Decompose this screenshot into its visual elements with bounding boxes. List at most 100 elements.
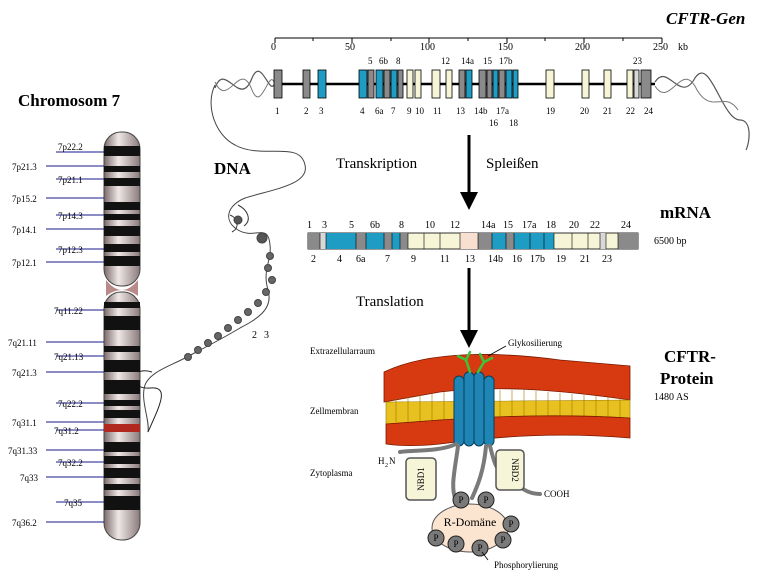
mrna-exon — [400, 233, 408, 249]
exon-10 — [414, 69, 422, 99]
mrna-length: 6500 bp — [654, 236, 687, 247]
band-label: 7p22.2 — [58, 142, 83, 152]
scale-tick-label: 0 — [271, 42, 276, 53]
exon-7 — [390, 69, 398, 99]
exon-9 — [406, 69, 414, 99]
mrna-exon-label: 8 — [399, 220, 404, 231]
dna-marker: 3 — [264, 330, 269, 341]
glycosylation-marks — [456, 350, 494, 374]
band-label: 7p21.3 — [12, 162, 37, 172]
scale-tick-label: 150 — [498, 42, 513, 53]
mrna-exon — [320, 233, 326, 249]
exon-13 — [458, 69, 466, 99]
band-label: 7q36.2 — [12, 518, 37, 528]
exon-8 — [397, 69, 404, 99]
exon-label: 17a — [496, 106, 509, 116]
exon-label: 15 — [483, 56, 493, 66]
exon-24 — [640, 69, 652, 99]
exon-18 — [512, 69, 519, 99]
phosphate-label: P — [433, 533, 438, 543]
exon-label: 16 — [489, 118, 499, 128]
mrna-title: mRNA — [660, 203, 712, 222]
dna-marker: 2 — [252, 330, 257, 341]
mrna-exon — [506, 233, 514, 249]
phosphate-label: P — [508, 519, 513, 529]
exon-15 — [486, 69, 493, 99]
nbd2-domain: NBD2 — [495, 449, 525, 491]
exon-label: 20 — [580, 106, 590, 116]
mrna-exon — [460, 233, 478, 249]
n-terminus-sub: 2 — [385, 463, 388, 469]
mrna-exon-label: 3 — [322, 220, 327, 231]
mrna-exon-label: 19 — [556, 254, 566, 265]
exon-label: 22 — [626, 106, 635, 116]
exon-17a — [498, 69, 506, 99]
exon-label: 12 — [441, 56, 450, 66]
dna-helix-left — [214, 70, 276, 90]
cftr-locus-band — [104, 424, 140, 432]
exon-6b — [383, 69, 391, 99]
exon-17b — [505, 69, 513, 99]
band-label: 7q31.2 — [54, 426, 79, 436]
exon-23 — [633, 69, 640, 99]
mrna-exon-label: 22 — [590, 220, 600, 231]
mrna-exon-label: 17b — [530, 254, 545, 265]
protein-length: 1480 AS — [654, 392, 689, 403]
mrna-exon-label: 13 — [465, 254, 475, 265]
mrna-exon — [326, 233, 356, 249]
mrna-exon-label: 24 — [621, 220, 631, 231]
mrna-exon-label: 20 — [569, 220, 579, 231]
exon-label: 8 — [396, 56, 401, 66]
mrna-exon — [356, 233, 366, 249]
svg-text:R-Domäne: R-Domäne — [444, 515, 497, 529]
exon-label: 3 — [319, 106, 324, 116]
mrna-exon-label: 5 — [349, 220, 354, 231]
mrna-exon-label: 15 — [503, 220, 513, 231]
mrna-exon-label: 21 — [580, 254, 590, 265]
nbd1-domain: NBD1 — [405, 457, 437, 501]
band-label: 7q22.2 — [58, 399, 83, 409]
band-label: 7p21.1 — [58, 175, 83, 185]
protein-title-line1: CFTR- — [664, 347, 716, 366]
exon-20 — [581, 69, 590, 99]
gene-map: 5 6b 8 12 14a 15 17b 23 1 2 3 4 6a 7 9 1… — [214, 56, 750, 151]
exon-label: 19 — [546, 106, 556, 116]
exon-label: 2 — [304, 106, 309, 116]
phosphate-label: P — [458, 495, 463, 505]
centromere — [106, 280, 138, 296]
exon-1 — [273, 69, 283, 99]
exon-label: 21 — [603, 106, 612, 116]
transcription-label: Transkription — [336, 156, 418, 172]
band-label: 7q21.3 — [12, 368, 37, 378]
mrna-exon-label: 17a — [522, 220, 537, 231]
protein-title-line2: Protein — [660, 369, 714, 388]
mrna-exon-label: 14b — [488, 254, 503, 265]
scale-tick-label: 50 — [345, 42, 355, 53]
phosphate-label: P — [453, 539, 458, 549]
exon-21 — [603, 69, 612, 99]
mrna-exon-label: 11 — [440, 254, 450, 265]
exon-label: 5 — [368, 56, 373, 66]
exon-label: 14b — [474, 106, 488, 116]
svg-text:NBD1: NBD1 — [416, 467, 426, 491]
c-terminus-label: COOH — [544, 489, 570, 499]
band-label: 7p12.1 — [12, 258, 37, 268]
exon-label: 4 — [360, 106, 365, 116]
glycosylation-label: Glykosilierung — [508, 338, 562, 348]
n-terminus-h: H — [378, 456, 385, 466]
mrna-exon — [366, 233, 384, 249]
band-label: 7p14.1 — [12, 225, 37, 235]
phosphate-label: P — [500, 535, 505, 545]
scale-tick-label: 250 — [653, 42, 668, 53]
kb-scale-bar: 0 50 100 150 200 250 kb — [271, 37, 688, 53]
extracellular-label: Extrazellularraum — [310, 346, 375, 356]
band-label: 7q33 — [20, 473, 39, 483]
exon-14a — [465, 69, 473, 99]
band-label: 7q21.13 — [54, 352, 84, 362]
exon-14b — [478, 69, 487, 99]
band-label: 7p15.2 — [12, 194, 37, 204]
band-label: 7p14.3 — [58, 211, 83, 221]
exon-label: 6b — [379, 56, 389, 66]
exon-label: 18 — [509, 118, 519, 128]
phosphate-label: P — [483, 495, 488, 505]
